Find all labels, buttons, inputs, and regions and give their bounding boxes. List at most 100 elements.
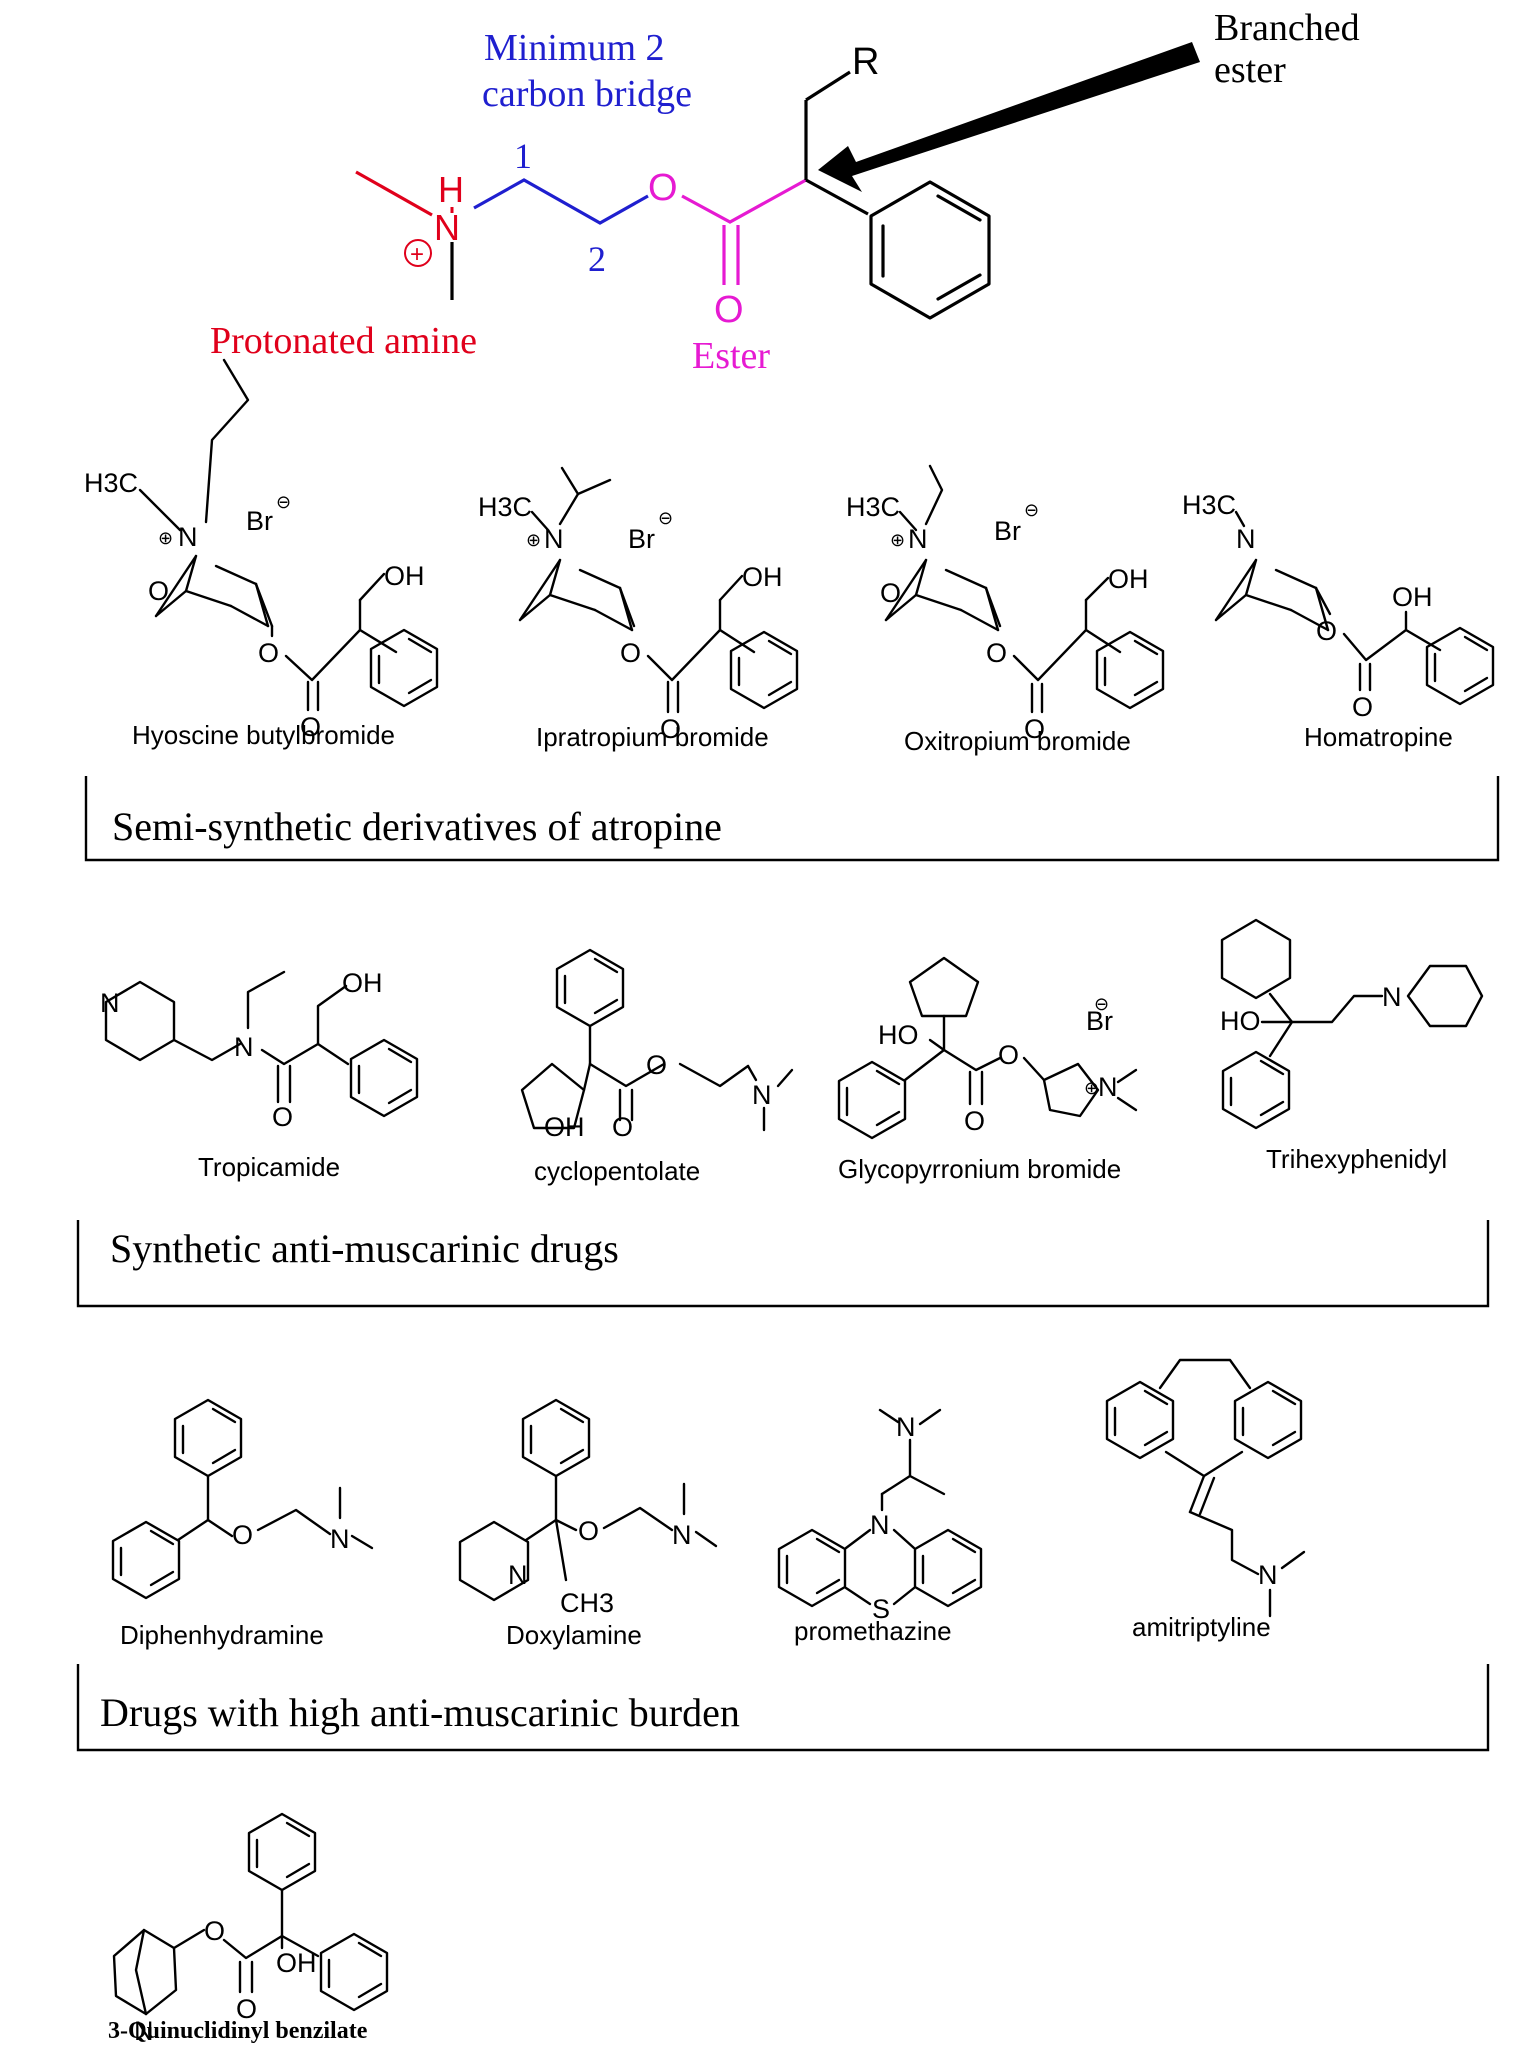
atom-n: N xyxy=(234,1032,254,1062)
section-frame xyxy=(76,1664,1490,1752)
carbon-2-label: 2 xyxy=(588,239,606,279)
branched-ester-arrow xyxy=(818,42,1200,192)
atom-o: O xyxy=(660,714,681,744)
atom-br: Br xyxy=(994,516,1021,546)
structure-promethazine: N N S promethazine xyxy=(777,1408,983,1646)
atom-ho: HO xyxy=(878,1020,919,1050)
atom-n: N xyxy=(908,524,928,554)
atom-o: O xyxy=(272,1102,293,1132)
structure-doxylamine: N CH3 O N Doxylamine xyxy=(458,1398,718,1650)
atom-oh: OH xyxy=(384,561,425,591)
positive-charge-circle xyxy=(404,239,432,267)
bridge-label-line1: Minimum 2 xyxy=(484,27,665,69)
atom-n: N xyxy=(178,522,198,552)
compound-name: cyclopentolate xyxy=(534,1156,700,1186)
branched-label-line1: Branched xyxy=(1214,7,1360,49)
anion-symbol: ⊖ xyxy=(1024,500,1039,520)
structure-diphenhydramine: O N Diphenhydramine xyxy=(111,1398,374,1650)
atom-br: Br xyxy=(1086,1006,1113,1036)
structure-homatropine: H3C N O O OH Homatropine xyxy=(1182,490,1495,752)
compound-name: Trihexyphenidyl xyxy=(1266,1144,1447,1174)
atom-oh: OH xyxy=(544,1112,585,1142)
atom-oh: OH xyxy=(1108,564,1149,594)
compound-name: Doxylamine xyxy=(506,1620,642,1650)
compound-name: Diphenhydramine xyxy=(120,1620,324,1650)
compound-name: Ipratropium bromide xyxy=(536,722,769,752)
atom-n: N xyxy=(544,524,564,554)
atom-s: S xyxy=(872,1594,890,1624)
structure-tropicamide: N N O OH Tropicamide xyxy=(100,968,419,1182)
anion-symbol: ⊖ xyxy=(1094,994,1109,1014)
structure-glycopyrronium-bromide: HO O O ⊕ N Br ⊖ Glycopyrronium bromide xyxy=(837,956,1138,1184)
carbonyl-o-atom: O xyxy=(714,289,744,331)
atom-h3c: H3C xyxy=(84,468,138,498)
amine-n-atom: N xyxy=(434,207,460,248)
section-frame xyxy=(84,776,1500,862)
structure-trihexyphenidyl: HO N Trihexyphenidyl xyxy=(1220,918,1484,1174)
charge-symbol: ⊕ xyxy=(890,530,905,550)
atom-ho: HO xyxy=(1220,1006,1261,1036)
atom-o: O xyxy=(998,1040,1019,1070)
atom-o: O xyxy=(964,1106,985,1136)
bridge-label-line2: carbon bridge xyxy=(482,73,692,115)
structure-amitriptyline: N amitriptyline xyxy=(1105,1358,1306,1642)
compound-name: Glycopyrronium bromide xyxy=(838,1154,1121,1184)
atom-o: O xyxy=(986,638,1007,668)
compound-name: Homatropine xyxy=(1304,722,1453,752)
carbon-bridge xyxy=(473,178,649,225)
r-bond xyxy=(805,70,851,102)
phenyl-bond xyxy=(805,178,869,216)
atom-o: O xyxy=(258,638,279,668)
section-synthetic: N N O OH Tropicamide OH O O xyxy=(76,918,1490,1308)
compound-name: promethazine xyxy=(794,1616,952,1646)
atom-ch3: CH3 xyxy=(560,1588,614,1618)
atom-o: O xyxy=(300,712,321,742)
atom-n: N xyxy=(752,1080,772,1110)
atom-o: O xyxy=(236,1994,257,2024)
compound-name: Tropicamide xyxy=(198,1152,340,1182)
section-frame xyxy=(76,1220,1490,1308)
atom-br: Br xyxy=(628,524,655,554)
atom-br: Br xyxy=(246,506,273,536)
structure-hyoscine-butylbromide: H3C ⊕ N Br ⊖ O O O OH Hyoscine butylbrom… xyxy=(84,358,439,750)
atom-o: O xyxy=(578,1516,599,1546)
charge-symbol: ⊕ xyxy=(158,528,173,548)
atom-o: O xyxy=(1316,616,1337,646)
r-group: R xyxy=(852,41,879,83)
structure-3-quinuclidinyl-benzilate: OH O O N 3-Quinuclidinyl benzilate xyxy=(108,1812,389,2046)
protonated-amine-label: Protonated amine xyxy=(210,320,477,362)
compound-name: 3-Quinuclidinyl benzilate xyxy=(108,2018,368,2044)
compound-name: amitriptyline xyxy=(1132,1612,1271,1642)
atom-n: N xyxy=(672,1520,692,1550)
compound-name: Oxitropium bromide xyxy=(904,726,1131,756)
atom-n: N xyxy=(1098,1072,1118,1102)
charge-symbol: ⊕ xyxy=(526,530,541,550)
structure-ipratropium-bromide: H3C ⊕ N Br ⊖ O O OH Ipratropium bromide xyxy=(478,466,799,752)
atom-h3c: H3C xyxy=(1182,490,1236,520)
atom-n: N xyxy=(134,2016,154,2046)
anion-symbol: ⊖ xyxy=(276,492,291,512)
amine-h-atom: H xyxy=(438,169,464,210)
atom-n: N xyxy=(330,1524,350,1554)
methyl-bond-1 xyxy=(355,170,433,217)
section-high-burden: O N Diphenhydramine N CH3 O N Doxylamine xyxy=(76,1358,1490,1752)
phenyl-ring xyxy=(869,180,991,320)
structure-cyclopentolate: OH O O N cyclopentolate xyxy=(520,948,794,1186)
branched-label-line2: ester xyxy=(1214,49,1286,91)
atom-n: N xyxy=(870,1510,890,1540)
ester-label: Ester xyxy=(692,335,770,377)
ester-bond xyxy=(681,178,807,224)
positive-charge-sign: + xyxy=(410,241,424,268)
atom-o: O xyxy=(612,1112,633,1142)
pharmacophore: H N + Protonated amine Minimum 2 carbon … xyxy=(210,7,1360,377)
atom-n: N xyxy=(896,1412,916,1442)
atom-n: N xyxy=(1236,524,1256,554)
carbon-1-label: 1 xyxy=(514,136,532,176)
atom-h3c: H3C xyxy=(478,492,532,522)
atom-oh: OH xyxy=(1392,582,1433,612)
atom-o: O xyxy=(204,1916,225,1946)
atom-oh: OH xyxy=(276,1948,317,1978)
atom-o: O xyxy=(646,1050,667,1080)
atom-o: O xyxy=(1352,692,1373,722)
